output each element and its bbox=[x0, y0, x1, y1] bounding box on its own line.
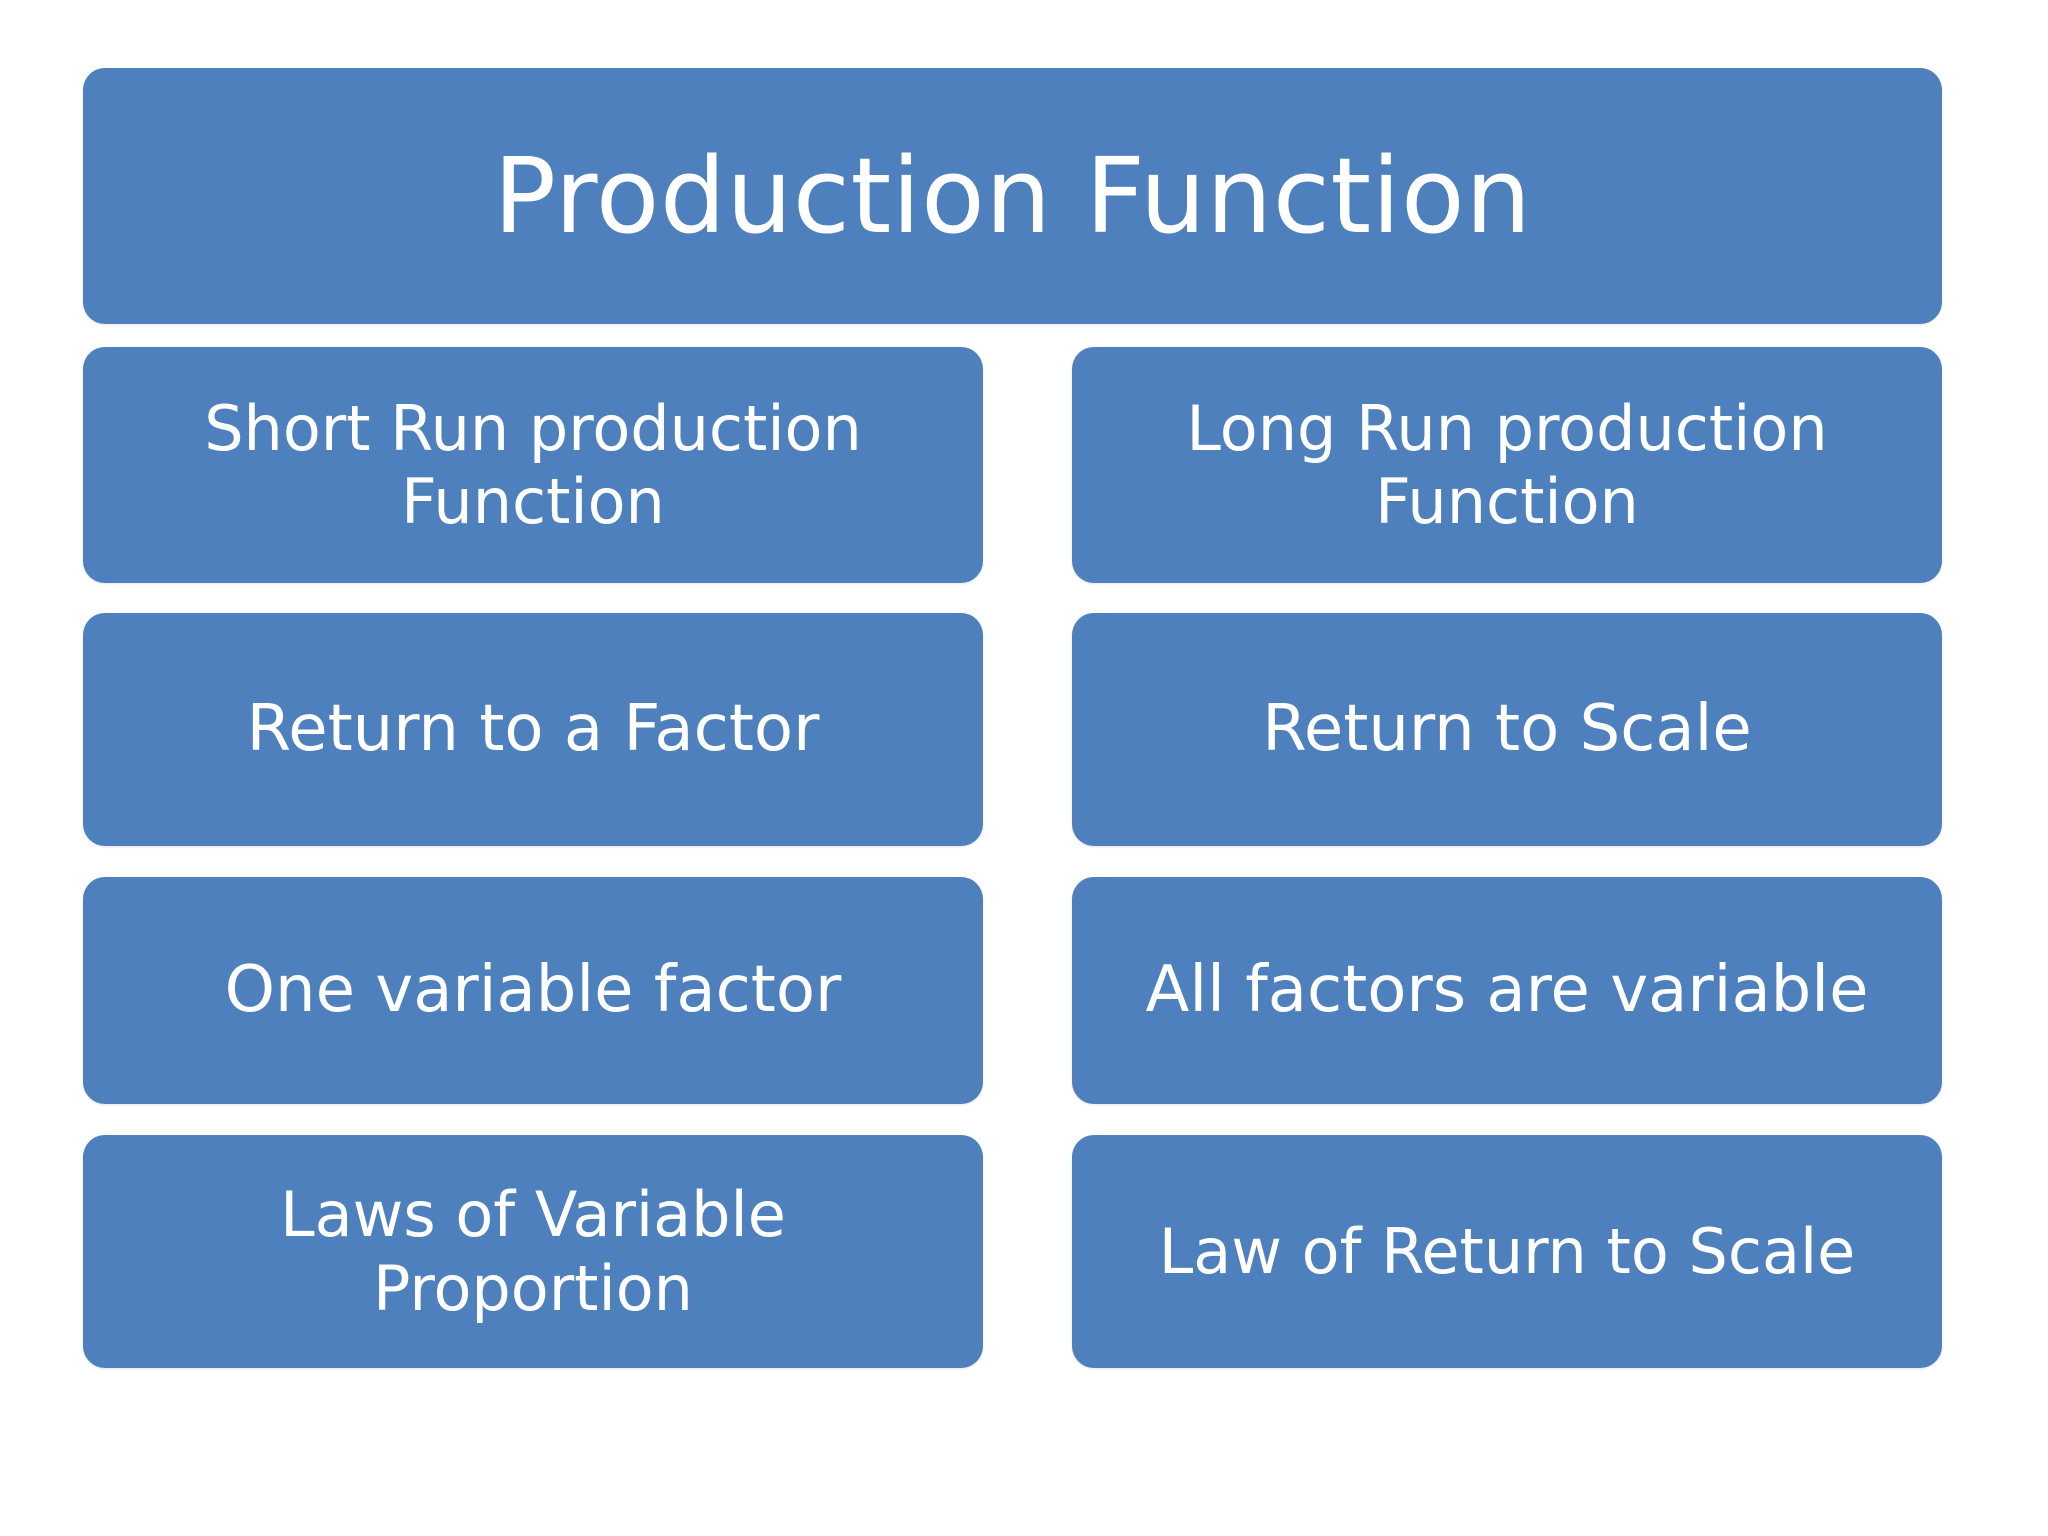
long-run-item-1-label: Long Run production Function bbox=[1186, 391, 1828, 538]
long-run-item-3-label: All factors are variable bbox=[1145, 952, 1869, 1027]
short-run-item-2-label: Return to a Factor bbox=[246, 691, 820, 766]
long-run-item-3: All factors are variable bbox=[1072, 877, 1942, 1104]
short-run-item-4-label: Laws of Variable Proportion bbox=[280, 1178, 786, 1325]
long-run-item-4-label: Law of Return to Scale bbox=[1158, 1214, 1856, 1288]
short-run-item-1-label: Short Run production Function bbox=[204, 391, 862, 538]
short-run-item-2: Return to a Factor bbox=[83, 613, 983, 846]
slide-title-box: Production Function bbox=[83, 68, 1942, 324]
short-run-item-1: Short Run production Function bbox=[83, 347, 983, 583]
long-run-item-4: Law of Return to Scale bbox=[1072, 1135, 1942, 1368]
short-run-item-3: One variable factor bbox=[83, 877, 983, 1104]
long-run-item-1: Long Run production Function bbox=[1072, 347, 1942, 583]
long-run-item-2-label: Return to Scale bbox=[1262, 691, 1752, 766]
page-title: Production Function bbox=[493, 134, 1532, 257]
short-run-item-4: Laws of Variable Proportion bbox=[83, 1135, 983, 1368]
long-run-item-2: Return to Scale bbox=[1072, 613, 1942, 846]
short-run-item-3-label: One variable factor bbox=[224, 952, 842, 1027]
